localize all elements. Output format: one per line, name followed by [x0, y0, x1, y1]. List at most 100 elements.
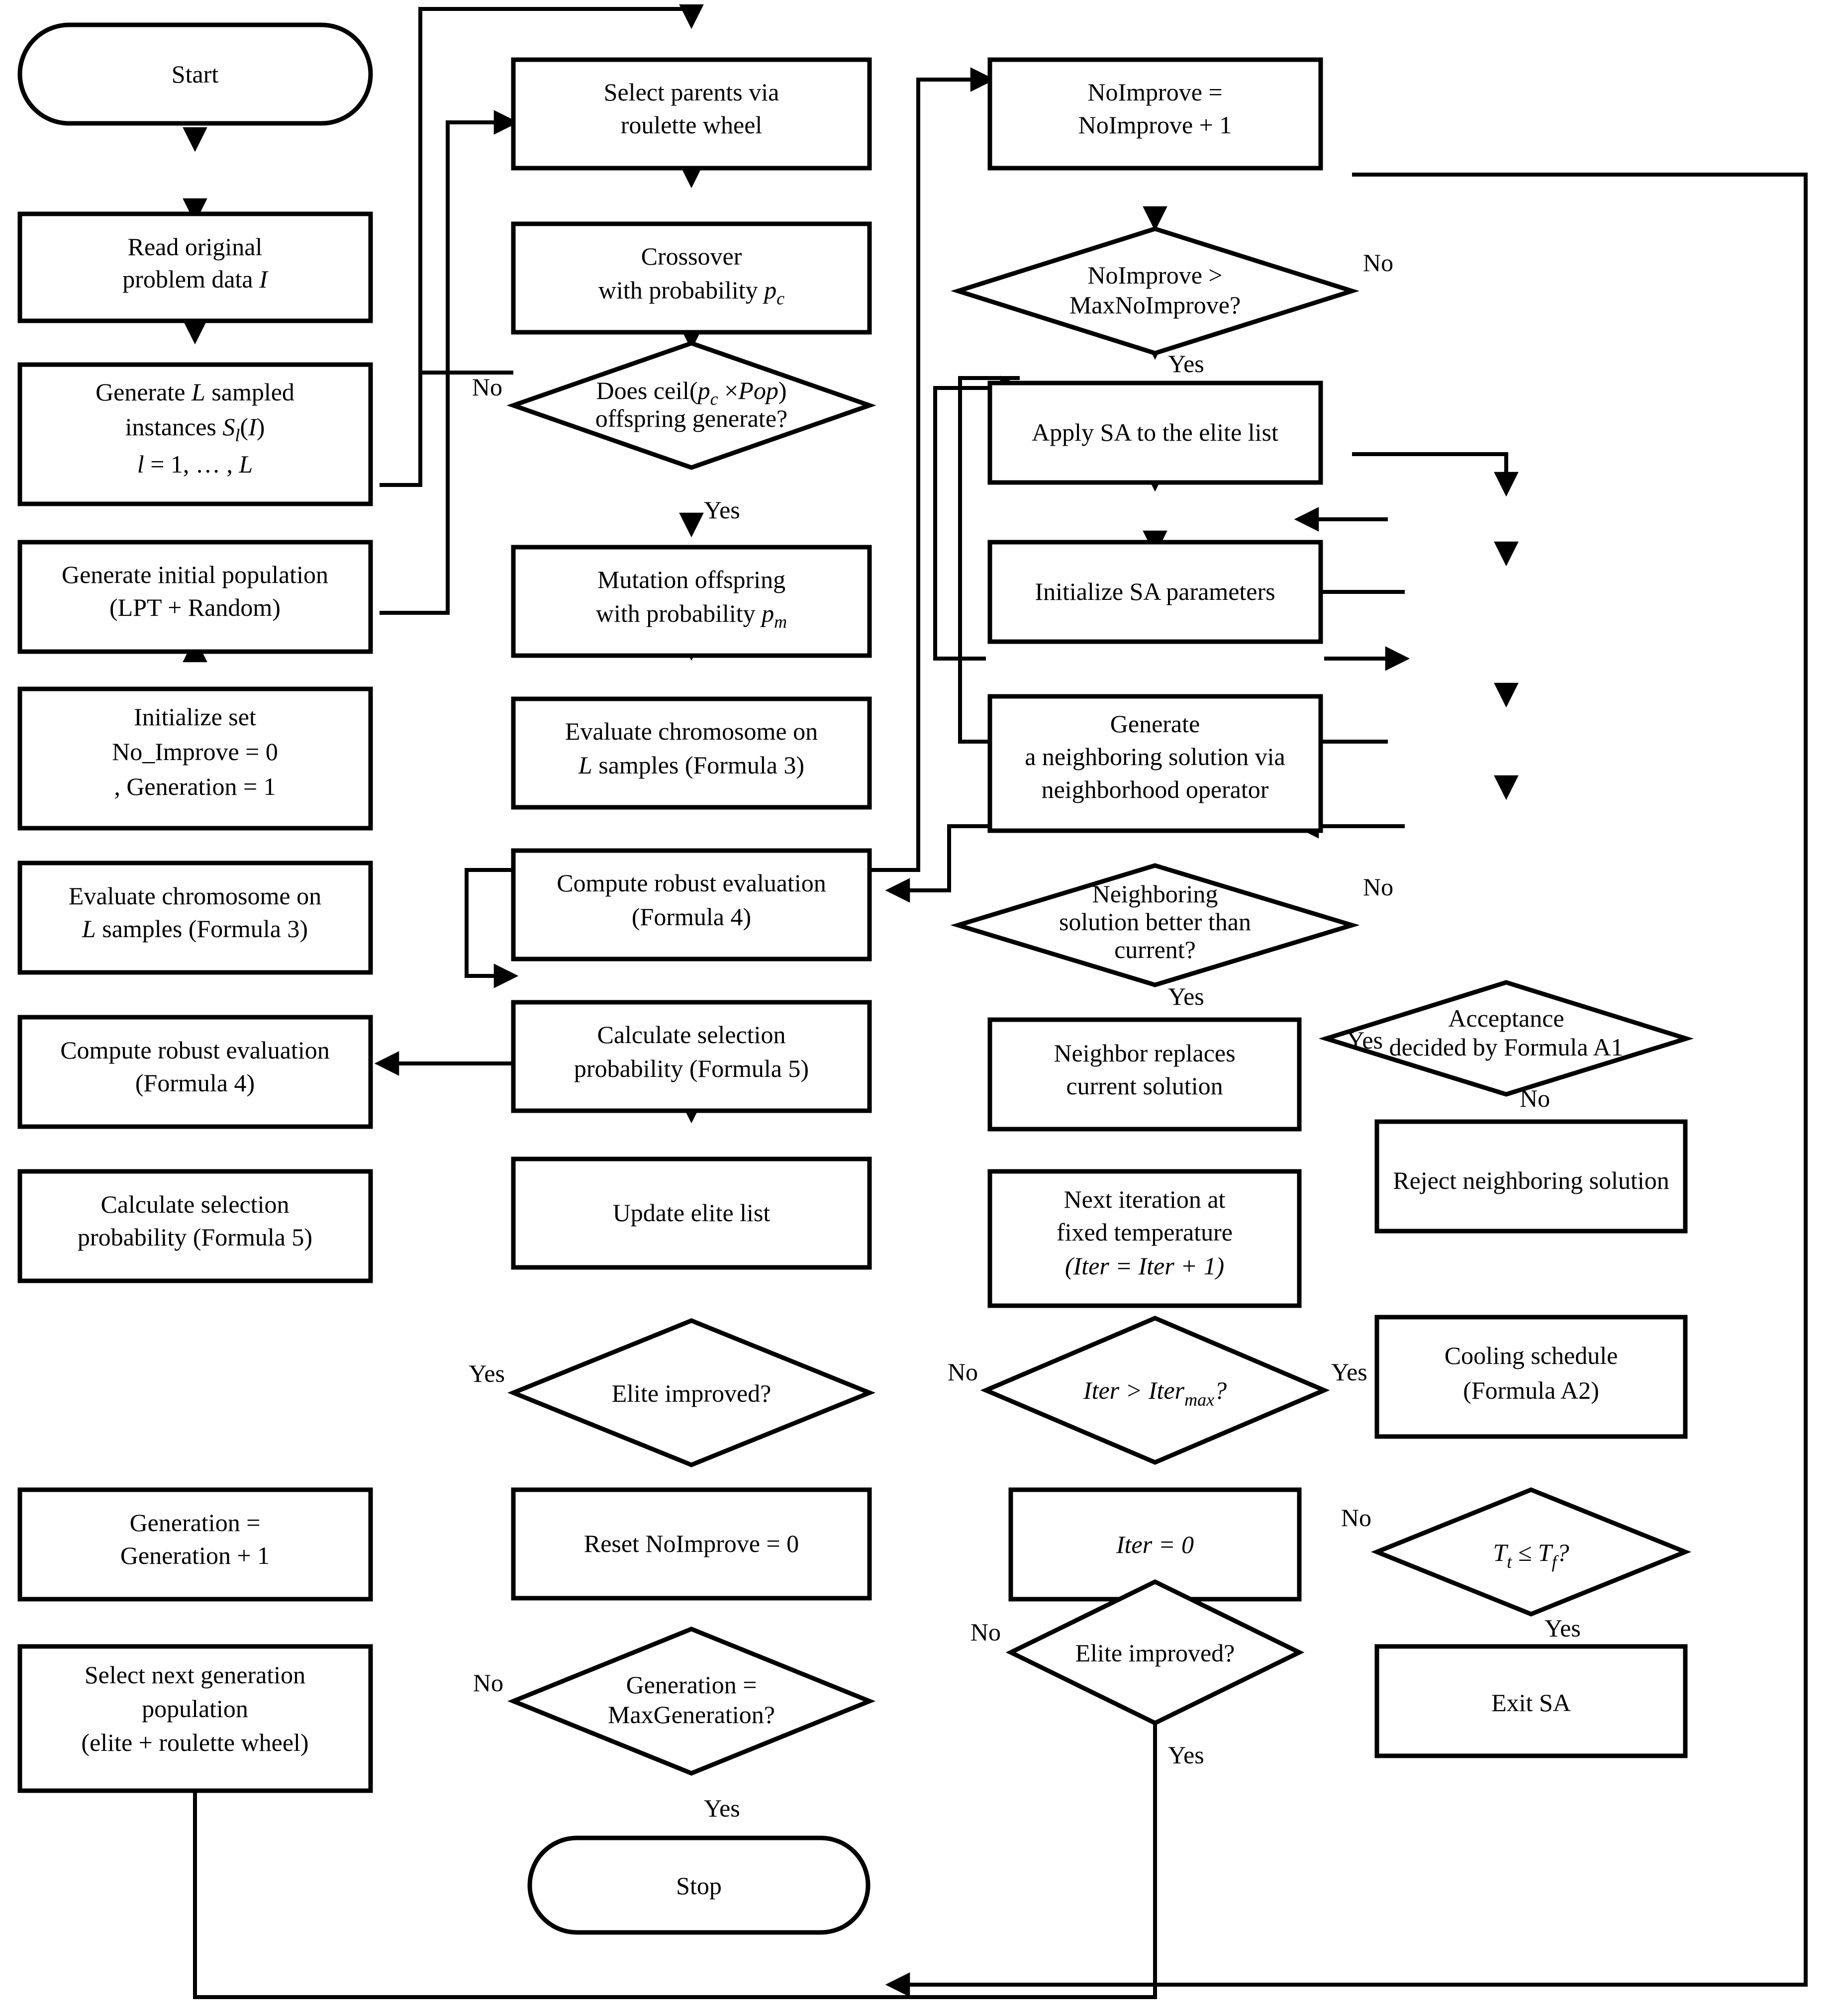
node-select-next-pop-line1: Select next generation [85, 1661, 305, 1689]
node-crossover-line2: with probability pc [598, 276, 784, 308]
node-robust-eval-1-line1: Compute robust evaluation [60, 1036, 330, 1064]
node-next-iter-line2: fixed temperature [1057, 1218, 1233, 1246]
node-stop-label: Stop [676, 1872, 722, 1900]
node-select-parents-line1: Select parents via [604, 78, 779, 106]
node-mutation-line2: with probability pm [596, 599, 787, 632]
node-neighbor-replaces[interactable]: Neighbor replaces current solution [987, 1017, 1302, 1132]
node-sel-prob-2-line1: Calculate selection [597, 1021, 785, 1049]
node-init-sa-label: Initialize SA parameters [1035, 577, 1275, 605]
node-apply-sa[interactable]: Apply SA to the elite list [987, 381, 1323, 485]
node-cooling-line1: Cooling schedule [1445, 1342, 1618, 1369]
node-init-set-line2: No_Improve = 0 [112, 738, 278, 766]
node-next-iter[interactable]: Next iteration at fixed temperature (Ite… [987, 1169, 1302, 1308]
node-eval-chrom-1[interactable]: Evaluate chromosome on L samples (Formul… [17, 861, 373, 975]
node-temp-check-label: Tt ≤ Tf? [1493, 1538, 1569, 1572]
node-crossover[interactable]: Crossover with probability pc [511, 221, 872, 335]
edge-selprob1-to-selectparents [380, 4, 704, 487]
node-sel-prob-1-line1: Calculate selection [100, 1190, 289, 1218]
node-gen-samples-line2: instances Sl(I) [125, 413, 265, 445]
node-noimprove-check[interactable]: NoImprove > MaxNoImprove? [951, 226, 1359, 356]
node-gen-pop[interactable]: Generate initial population (LPT + Rando… [17, 540, 373, 654]
node-sel-prob-2-line2: probability (Formula 5) [574, 1055, 809, 1082]
node-generation-inc-line2: Generation + 1 [120, 1541, 270, 1569]
node-noimprove-check-line2: MaxNoImprove? [1069, 291, 1241, 319]
node-init-set[interactable]: Initialize set No_Improve = 0 , Generati… [17, 686, 373, 831]
node-gen-neighbor[interactable]: Generate a neighboring solution via neig… [987, 694, 1323, 833]
node-elite-improved-2[interactable]: Elite improved? [1005, 1579, 1305, 1726]
node-start[interactable]: Start [17, 22, 373, 126]
edge-iterreset-to-genneighbor [958, 376, 1020, 744]
node-mutation[interactable]: Mutation offspring with probability pm [511, 545, 872, 658]
node-eval-chrom-2-line1: Evaluate chromosome on [565, 717, 818, 745]
edge-label-noimprove-no: No [1363, 249, 1393, 277]
edge-label-temp-no: No [1341, 1504, 1371, 1532]
node-elite-improved-1-label: Elite improved? [612, 1379, 772, 1407]
node-ceil-check-line1: Does ceil(pc ×Pop) [596, 377, 787, 409]
node-robust-eval-1[interactable]: Compute robust evaluation (Formula 4) [17, 1015, 373, 1129]
node-eval-chrom-2-line2: L samples (Formula 3) [578, 751, 804, 779]
node-select-next-pop[interactable]: Select next generation population (elite… [17, 1644, 373, 1793]
node-gen-samples-line1: Generate L sampled [96, 378, 294, 406]
node-sel-prob-1[interactable]: Calculate selection probability (Formula… [17, 1169, 373, 1283]
node-start-label: Start [172, 60, 219, 88]
node-select-next-pop-line3: (elite + roulette wheel) [81, 1728, 308, 1756]
node-acceptance-line2: decided by Formula A1 [1389, 1033, 1624, 1061]
node-neighbor-better[interactable]: Neighboring solution better than current… [950, 863, 1360, 987]
node-select-parents-line2: roulette wheel [621, 111, 763, 139]
node-elite-improved-1[interactable]: Elite improved? [507, 1318, 875, 1467]
edge-eliteimproved2-no-to-stop [885, 824, 1011, 903]
node-update-elite-label: Update elite list [613, 1199, 771, 1227]
node-read-data[interactable]: Read original problem data I [17, 211, 373, 323]
edge-label-ceil-no: No [472, 373, 502, 401]
node-noimprove-inc-line1: NoImprove = [1087, 78, 1222, 106]
node-gen-max-check[interactable]: Generation = MaxGeneration? [507, 1627, 875, 1776]
edge-label-ceil-yes: Yes [704, 496, 740, 524]
edge-label-genmax-no: No [473, 1669, 503, 1697]
node-exit-sa[interactable]: Exit SA [1374, 1644, 1688, 1758]
edge-generationinc-to-selectparents [380, 110, 519, 615]
node-neighbor-replaces-line2: current solution [1066, 1072, 1223, 1100]
node-cooling[interactable]: Cooling schedule (Formula A2) [1374, 1315, 1688, 1439]
edge-label-temp-yes: Yes [1545, 1614, 1581, 1642]
node-gen-neighbor-line3: neighborhood operator [1042, 775, 1269, 803]
node-reset-noimprove[interactable]: Reset NoImprove = 0 [511, 1487, 872, 1601]
node-gen-samples[interactable]: Generate L sampled instances Sl(I) l = 1… [17, 362, 373, 506]
node-crossover-line1: Crossover [641, 242, 742, 270]
node-acceptance-line1: Acceptance [1448, 1004, 1564, 1032]
node-stop[interactable]: Stop [527, 1835, 871, 1935]
node-gen-pop-line1: Generate initial population [62, 561, 328, 588]
node-robust-eval-2[interactable]: Compute robust evaluation (Formula 4) [511, 848, 872, 961]
edge-eliteimproved1-yes-to-reset [465, 868, 519, 988]
node-gen-max-check-line1: Generation = [626, 1671, 757, 1699]
node-reject-neighbor[interactable]: Reject neighboring solution [1374, 1119, 1688, 1234]
edge-neighborbetter-no-to-acceptance [1352, 452, 1519, 497]
node-init-set-line1: Initialize set [134, 703, 256, 731]
edge-label-noimprove-yes: Yes [1168, 350, 1204, 378]
node-select-next-pop-line2: population [142, 1695, 248, 1723]
node-gen-max-check-line2: MaxGeneration? [608, 1701, 775, 1728]
node-init-sa[interactable]: Initialize SA parameters [987, 540, 1323, 644]
edge-label-neighbor-yes: Yes [1168, 982, 1204, 1010]
node-eval-chrom-1-line1: Evaluate chromosome on [69, 882, 321, 910]
node-noimprove-inc[interactable]: NoImprove = NoImprove + 1 [987, 57, 1323, 171]
node-noimprove-check-line1: NoImprove > [1087, 261, 1222, 289]
node-neighbor-better-line2: solution better than [1059, 908, 1251, 936]
edge-noimprovecheck-no-to-stop [885, 173, 1808, 1997]
node-sel-prob-2[interactable]: Calculate selection probability (Formula… [511, 1000, 872, 1113]
node-generation-inc[interactable]: Generation = Generation + 1 [17, 1487, 373, 1602]
node-acceptance[interactable]: Acceptance decided by Formula A1 [1318, 980, 1694, 1097]
edge-eliteimproved1-no-to-noimproveinc [870, 67, 995, 872]
node-neighbor-better-line3: current? [1114, 936, 1196, 963]
node-eval-chrom-2[interactable]: Evaluate chromosome on L samples (Formul… [511, 696, 872, 810]
node-neighbor-replaces-line1: Neighbor replaces [1054, 1039, 1235, 1067]
node-update-elite[interactable]: Update elite list [511, 1156, 872, 1270]
node-reject-neighbor-label: Reject neighboring solution [1393, 1166, 1669, 1194]
node-apply-sa-label: Apply SA to the elite list [1032, 418, 1278, 446]
node-ceil-check[interactable]: Does ceil(pc ×Pop) offspring generate? [506, 341, 876, 470]
node-select-parents[interactable]: Select parents via roulette wheel [511, 57, 872, 171]
node-robust-eval-2-line1: Compute robust evaluation [557, 869, 826, 897]
node-iter-max-check[interactable]: Iter > Itermax? [980, 1316, 1330, 1465]
node-iter-reset-label: Iter = 0 [1116, 1531, 1194, 1558]
node-temp-check[interactable]: Tt ≤ Tf? [1370, 1487, 1692, 1617]
